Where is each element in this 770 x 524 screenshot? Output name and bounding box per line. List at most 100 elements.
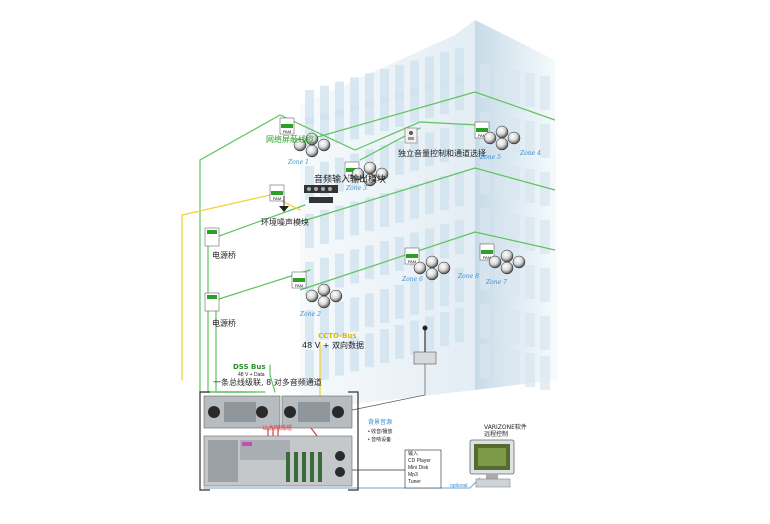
power-bridge-device <box>204 227 220 247</box>
speaker <box>317 283 331 297</box>
speaker <box>507 131 521 145</box>
bg-music-item-2: • 音响设备 <box>368 437 392 443</box>
window <box>350 297 359 332</box>
window <box>335 157 344 192</box>
window <box>320 257 329 292</box>
window <box>335 205 344 240</box>
window <box>335 109 344 144</box>
window <box>540 124 550 158</box>
window <box>480 344 490 378</box>
window <box>510 70 520 104</box>
zone-label-8: Zone 8 <box>458 273 479 280</box>
window <box>440 176 449 211</box>
window <box>495 211 505 245</box>
pam-module: PAM <box>404 247 420 265</box>
window <box>410 280 419 315</box>
bridge-indicator <box>207 295 217 299</box>
window <box>305 166 314 200</box>
optional-label: optional <box>450 483 468 489</box>
volume-control-panel[interactable] <box>404 127 418 144</box>
zone-label-7: Zone 7 <box>486 279 507 286</box>
bus-48v-label: 48 V + 双向数据 <box>302 341 364 350</box>
window <box>365 245 374 280</box>
speaker <box>375 167 389 181</box>
window <box>455 172 464 206</box>
window <box>540 268 550 302</box>
rack-slot-1 <box>286 452 290 482</box>
window <box>495 67 505 101</box>
speaker <box>317 138 331 152</box>
window <box>440 52 449 87</box>
speaker <box>437 261 451 275</box>
speaker <box>351 167 365 181</box>
zone-label-1: Zone 1 <box>288 159 309 166</box>
window <box>480 256 490 290</box>
window <box>480 304 490 338</box>
window <box>525 121 535 155</box>
pam-indicator <box>293 278 305 282</box>
pam-label: PAM <box>408 259 416 264</box>
window <box>540 316 550 350</box>
input-box-title: 输入 <box>408 451 419 457</box>
network-line-label: 以太网线缆 <box>262 425 293 432</box>
window <box>440 80 449 115</box>
paging-microphone[interactable] <box>413 325 437 365</box>
dss-bus-wire <box>279 114 479 151</box>
rack-knob-6 <box>335 467 345 477</box>
window <box>510 262 520 296</box>
varizone-label: VARIZONE软件 <box>484 424 527 431</box>
bus-line <box>299 231 556 291</box>
ambient-noise-module-label: 环境噪声模块 <box>261 218 309 227</box>
rack-knob-5 <box>335 451 345 461</box>
window <box>335 81 344 116</box>
window <box>525 353 535 387</box>
window <box>395 236 404 271</box>
window <box>455 268 464 302</box>
building-right-facade <box>475 20 558 390</box>
speaker <box>483 131 497 145</box>
power-bridge-device <box>204 292 220 312</box>
window <box>455 308 464 342</box>
rack-panel-2 <box>298 402 330 422</box>
zone-label-5: Zone 5 <box>480 154 501 161</box>
independent-control-label: 独立音量控制和通道选择 <box>398 149 486 158</box>
dss-bus-wire <box>215 269 311 393</box>
window <box>410 60 419 95</box>
speaker <box>500 249 514 263</box>
window <box>440 128 449 163</box>
window <box>525 313 535 347</box>
speaker <box>425 267 439 281</box>
pam-label: PAM <box>483 255 491 260</box>
rack-slot-3 <box>302 452 306 482</box>
speaker <box>495 137 509 151</box>
window <box>380 329 389 363</box>
window <box>320 85 329 120</box>
pam-indicator <box>476 128 488 132</box>
speaker <box>305 289 319 303</box>
window <box>440 224 449 259</box>
window <box>335 253 344 288</box>
speaker <box>363 173 377 187</box>
window <box>305 310 314 344</box>
window <box>395 324 404 359</box>
window <box>350 337 359 372</box>
window <box>495 347 505 381</box>
speaker <box>329 289 343 303</box>
bg-music-source-label: 背景音源 <box>368 419 393 426</box>
pc-monitor[interactable] <box>469 439 515 488</box>
window <box>410 88 419 123</box>
window <box>305 214 314 248</box>
speaker <box>413 261 427 275</box>
bus-line <box>299 91 556 143</box>
audio-io-device <box>304 185 338 203</box>
window <box>440 272 449 307</box>
window <box>395 284 404 319</box>
window <box>380 69 389 103</box>
pam-module: PAM <box>269 184 285 202</box>
window <box>440 312 449 347</box>
rack-knob-2 <box>256 406 268 418</box>
cable-protection-label: 网络屏蔽线缆 <box>266 135 314 144</box>
pam-indicator <box>346 168 358 172</box>
window <box>335 301 344 336</box>
